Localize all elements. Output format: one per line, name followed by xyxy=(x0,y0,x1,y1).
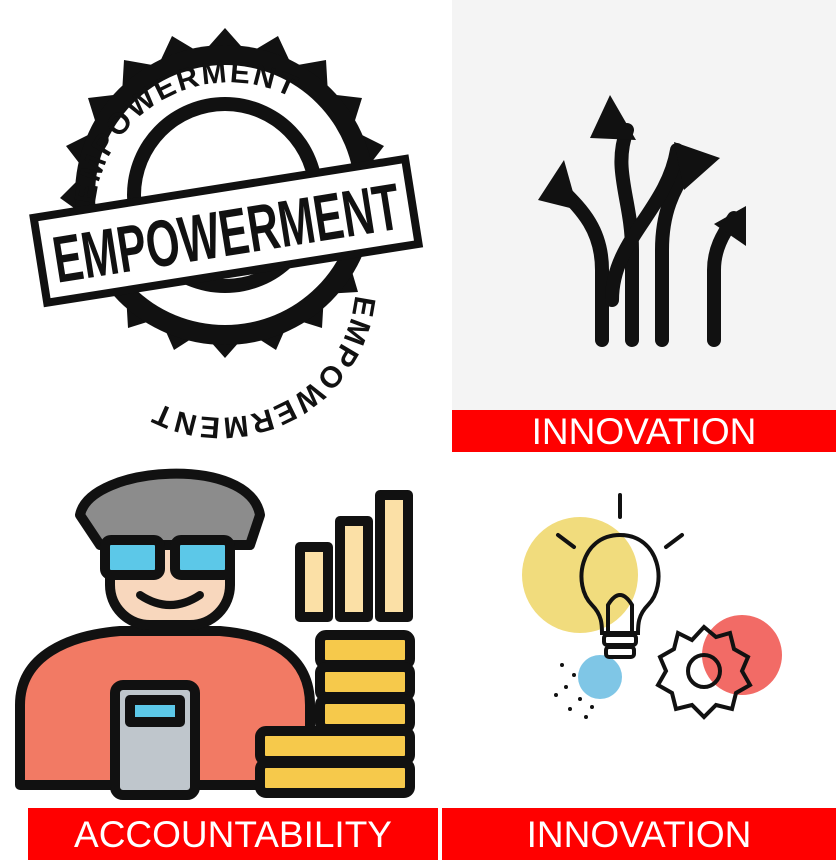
dot-background-circle xyxy=(578,655,622,699)
bulb-base-2 xyxy=(604,645,636,659)
innovation-label-top: INNOVATION xyxy=(452,410,836,452)
glasses-right xyxy=(170,535,235,580)
gear-outline xyxy=(655,624,753,720)
coin-5 xyxy=(255,758,415,798)
coin-2 xyxy=(315,662,415,702)
dotted-pattern xyxy=(554,663,594,719)
lightbulb-gear-icon xyxy=(522,493,782,720)
chart-bar-3 xyxy=(375,490,413,622)
bulb-filament xyxy=(606,593,634,635)
lightbulb-gear-image xyxy=(462,455,836,805)
diverging-arrows-image xyxy=(452,0,836,410)
empowerment-stamp-icon: EMPOWERMENT EMPOWERMENT EMPOWERMENT xyxy=(29,28,424,444)
arrow-left-head xyxy=(538,160,578,210)
glasses-left xyxy=(100,535,165,580)
diverging-arrows-icon xyxy=(538,95,746,347)
calculator-screen xyxy=(125,695,185,727)
ray-right xyxy=(664,533,684,549)
chart-bar-1 xyxy=(295,542,333,622)
innovation-label-bottom: INNOVATION xyxy=(442,808,836,860)
smile-shape xyxy=(136,591,204,609)
arrow-right-head xyxy=(674,142,720,190)
gear-hole xyxy=(686,653,722,689)
bulb-base-1 xyxy=(602,633,638,647)
coin-1 xyxy=(315,630,415,670)
ray-left xyxy=(556,533,576,549)
accountant-with-coins-icon xyxy=(15,468,415,800)
accountability-image xyxy=(0,455,440,805)
hair-shape xyxy=(75,468,265,550)
chart-bar-2 xyxy=(335,516,373,622)
arrow-left-stem xyxy=(555,183,609,347)
accountability-label: ACCOUNTABILITY xyxy=(28,808,438,860)
arrow-cross-stem xyxy=(605,143,684,307)
coin-3 xyxy=(315,694,415,734)
arrow-far-right-stem xyxy=(707,211,741,347)
arrow-far-right-head xyxy=(714,206,746,246)
coin-4 xyxy=(255,726,415,766)
empowerment-stamp-image: EMPOWERMENT EMPOWERMENT EMPOWERMENT xyxy=(0,0,450,452)
arrow-up-head xyxy=(590,95,636,140)
